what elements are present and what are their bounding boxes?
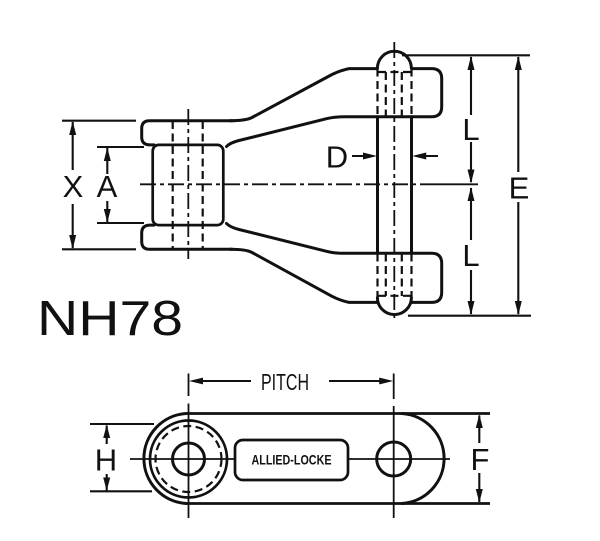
pin <box>375 42 413 322</box>
e-arrow-up <box>514 56 522 70</box>
bottom-plate-right-end <box>410 251 444 304</box>
dimension-l-upper: L <box>462 56 480 184</box>
pitch-arrow-right <box>379 377 394 385</box>
a-extension-lines <box>97 145 144 225</box>
dimension-label-pitch: PITCH <box>261 369 309 395</box>
dimension-label-d: D <box>326 140 348 175</box>
x-extension-lines <box>62 119 136 251</box>
l-upper-arrow-down <box>467 169 475 184</box>
a-arrow-up <box>103 147 111 161</box>
top-plate-right-end <box>410 67 444 119</box>
barrel-flange-outline-bottom <box>140 223 234 251</box>
top-arm-inner-edge <box>225 115 414 148</box>
pitch-arrow-left <box>189 377 203 385</box>
l-lower-arrow-down <box>467 301 475 315</box>
d-arrow-left <box>412 152 427 160</box>
dimension-e: E <box>509 56 530 315</box>
plan-view: ALLIED-LOCKE PITCH H F <box>90 369 490 518</box>
x-arrow-up <box>69 121 77 135</box>
brand-stamp-text: ALLIED-LOCKE <box>252 453 332 468</box>
h-arrow-down <box>103 477 111 491</box>
h-arrow-up <box>103 424 111 438</box>
x-arrow-down <box>69 235 77 249</box>
right-hole-crosshair <box>348 373 450 518</box>
dimension-x: X <box>62 119 136 251</box>
side-view: X A D L L <box>62 42 531 322</box>
dimension-label-x: X <box>63 169 84 204</box>
le-extension-lines <box>402 54 531 317</box>
top-arm-outer-edge <box>228 67 379 123</box>
dimension-label-f: F <box>471 442 490 477</box>
dimension-label-l-lower: L <box>462 238 479 273</box>
dimension-l-lower: L <box>462 187 480 315</box>
l-lower-arrow-up <box>467 187 475 201</box>
left-hole-crosshair <box>130 373 234 518</box>
dimension-label-e: E <box>509 171 530 206</box>
a-arrow-down <box>103 209 111 223</box>
dimension-label-l-upper: L <box>462 112 479 147</box>
bottom-arm-outer-edge <box>228 247 379 304</box>
d-arrow-right <box>363 152 377 160</box>
part-number-label: NH78 <box>37 292 183 346</box>
dimension-d: D <box>326 140 438 175</box>
h-extension-lines <box>90 422 154 493</box>
bottom-arm-inner-edge <box>225 222 414 255</box>
f-arrow-up <box>475 414 483 428</box>
dimension-label-h: H <box>95 443 117 478</box>
l-upper-arrow-up <box>467 56 475 70</box>
f-arrow-down <box>475 489 483 503</box>
dimension-a: A <box>97 145 144 225</box>
e-arrow-down <box>514 301 522 315</box>
dimension-f: F <box>471 414 490 503</box>
dimension-h: H <box>90 422 154 493</box>
brand-stamp-box <box>233 438 350 482</box>
dimension-label-a: A <box>97 169 118 204</box>
dimension-pitch: PITCH <box>189 369 394 395</box>
barrel-flange-outline <box>140 119 234 147</box>
